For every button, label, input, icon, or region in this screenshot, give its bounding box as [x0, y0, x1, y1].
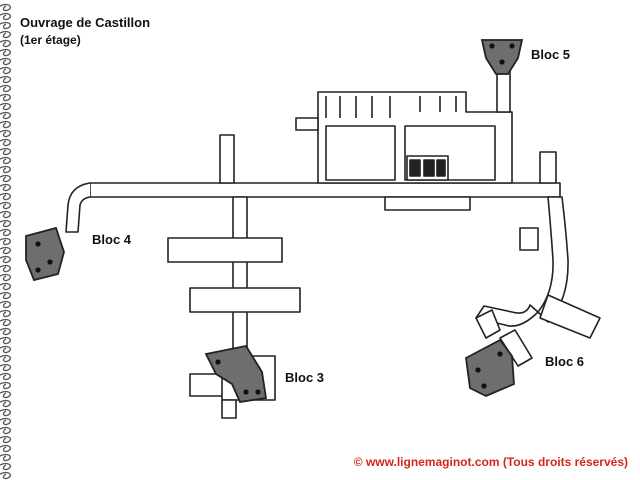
gallery-bloc4 [65, 182, 91, 233]
spiral-loop [0, 435, 12, 444]
spiral-loop [0, 255, 12, 264]
spiral-loop [0, 21, 12, 30]
spiral-loop [0, 354, 12, 363]
spiral-loop [0, 210, 12, 219]
spiral-loop [0, 426, 12, 435]
spiral-loop [0, 156, 12, 165]
gallery-bloc5 [496, 69, 511, 113]
spiral-loop [0, 12, 12, 21]
spiral-loop [0, 327, 12, 336]
bloc5-label: Bloc 5 [531, 47, 571, 62]
bloc4-label: Bloc 4 [92, 232, 132, 247]
spiral-loop [0, 111, 12, 120]
spiral-loop [0, 66, 12, 75]
spiral-loop [0, 192, 12, 201]
spiral-loop [0, 264, 12, 273]
spiral-loop [0, 345, 12, 354]
bloc6-shape [465, 338, 515, 397]
plan-title: Ouvrage de Castillon [20, 15, 151, 30]
spiral-loop [0, 390, 12, 399]
spiral-loop [0, 183, 12, 192]
spiral-loop [0, 48, 12, 57]
spiral-loop [0, 336, 12, 345]
spiral-loop [0, 453, 12, 462]
spiral-loop [0, 102, 12, 111]
spiral-loop [0, 228, 12, 237]
spiral-loop [0, 444, 12, 453]
spiral-loop [0, 399, 12, 408]
spiral-loop [0, 174, 12, 183]
spiral-loop [0, 165, 12, 174]
spiral-loop [0, 129, 12, 138]
spiral-loop [0, 300, 12, 309]
plan-subtitle: (1er étage) [20, 33, 81, 47]
spiral-loop [0, 30, 12, 39]
spiral-loop [0, 462, 12, 471]
spiral-loop [0, 363, 12, 372]
spiral-loop [0, 417, 12, 426]
spiral-loop [0, 291, 12, 300]
spiral-loop [0, 246, 12, 255]
spiral-loop [0, 39, 12, 48]
spiral-loop [0, 471, 12, 480]
main-gallery [89, 182, 561, 198]
spiral-loop [0, 3, 12, 12]
bloc-markers [35, 43, 515, 395]
spiral-loop [0, 75, 12, 84]
spiral-loop [0, 372, 12, 381]
spiral-loop [0, 318, 12, 327]
spiral-loop [0, 93, 12, 102]
bloc4-shape [25, 226, 65, 282]
spiral-loop [0, 84, 12, 93]
bloc3-label: Bloc 3 [285, 370, 325, 385]
spiral-loop [0, 309, 12, 318]
spiral-loop [0, 147, 12, 156]
spiral-loop [0, 237, 12, 246]
spiral-loop [0, 381, 12, 390]
spiral-loop [0, 201, 12, 210]
bloc5-shape [480, 39, 524, 75]
spiral-loop [0, 138, 12, 147]
spiral-loop [0, 219, 12, 228]
gallery-bloc3 [232, 196, 248, 357]
copyright-notice: © www.lignemaginot.com (Tous droits rése… [353, 455, 628, 469]
bloc6-label: Bloc 6 [545, 354, 585, 369]
spiral-loop [0, 120, 12, 129]
spiral-binding [0, 3, 12, 480]
gallery-network [65, 69, 601, 419]
spiral-loop [0, 408, 12, 417]
bloc3-shape [204, 344, 268, 403]
spiral-loop [0, 282, 12, 291]
spiral-loop [0, 273, 12, 282]
spiral-loop [0, 57, 12, 66]
